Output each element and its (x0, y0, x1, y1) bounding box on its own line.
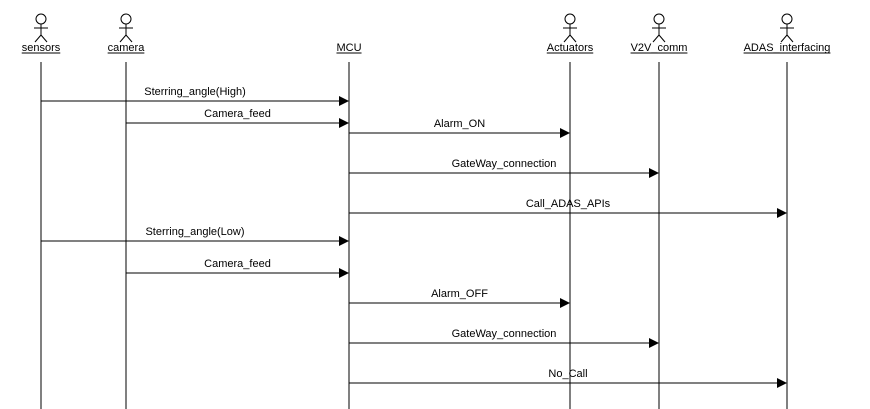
actor-adas: ADAS_interfacing (743, 13, 831, 409)
message-label: GateWay_connection (452, 328, 557, 340)
message-label: GateWay_connection (452, 158, 557, 170)
message-10: No_Call (349, 368, 787, 388)
actor-mcu: MCU (336, 42, 362, 409)
actor-stick-figure-icon (563, 13, 577, 43)
actors-layer: sensors camera MCU Actuators V2V_comm ADAS_in… (21, 13, 831, 409)
message-7: Camera_feed (126, 258, 349, 278)
actor-stick-figure-icon (119, 13, 133, 43)
messages-layer: Sterring_angle(High)Camera_feedAlarm_ONG… (41, 86, 787, 388)
message-label: Sterring_angle(High) (144, 86, 246, 98)
message-8: Alarm_OFF (349, 288, 570, 308)
actor-label: MCU (336, 42, 361, 54)
message-label: Call_ADAS_APIs (526, 198, 611, 210)
actor-label: Actuators (547, 42, 594, 54)
actor-camera: camera (107, 13, 146, 409)
message-label: Alarm_OFF (431, 288, 488, 300)
actor-actuators: Actuators (546, 13, 594, 409)
message-3: Alarm_ON (349, 118, 570, 138)
message-label: Camera_feed (204, 108, 271, 120)
message-label: No_Call (548, 368, 587, 380)
actor-stick-figure-icon (34, 13, 48, 43)
message-6: Sterring_angle(Low) (41, 226, 349, 246)
actor-label: sensors (22, 42, 61, 54)
message-4: GateWay_connection (349, 158, 659, 178)
actor-label: V2V_comm (631, 42, 688, 54)
message-label: Camera_feed (204, 258, 271, 270)
actor-v2v: V2V_comm (630, 13, 688, 409)
message-9: GateWay_connection (349, 328, 659, 348)
message-label: Alarm_ON (434, 118, 485, 130)
message-5: Call_ADAS_APIs (349, 198, 787, 218)
actor-label: camera (108, 42, 146, 54)
message-2: Camera_feed (126, 108, 349, 128)
actor-stick-figure-icon (780, 13, 794, 43)
actor-label: ADAS_interfacing (744, 42, 831, 54)
message-label: Sterring_angle(Low) (145, 226, 244, 238)
actor-sensors: sensors (21, 13, 61, 409)
actor-stick-figure-icon (652, 13, 666, 43)
message-1: Sterring_angle(High) (41, 86, 349, 106)
